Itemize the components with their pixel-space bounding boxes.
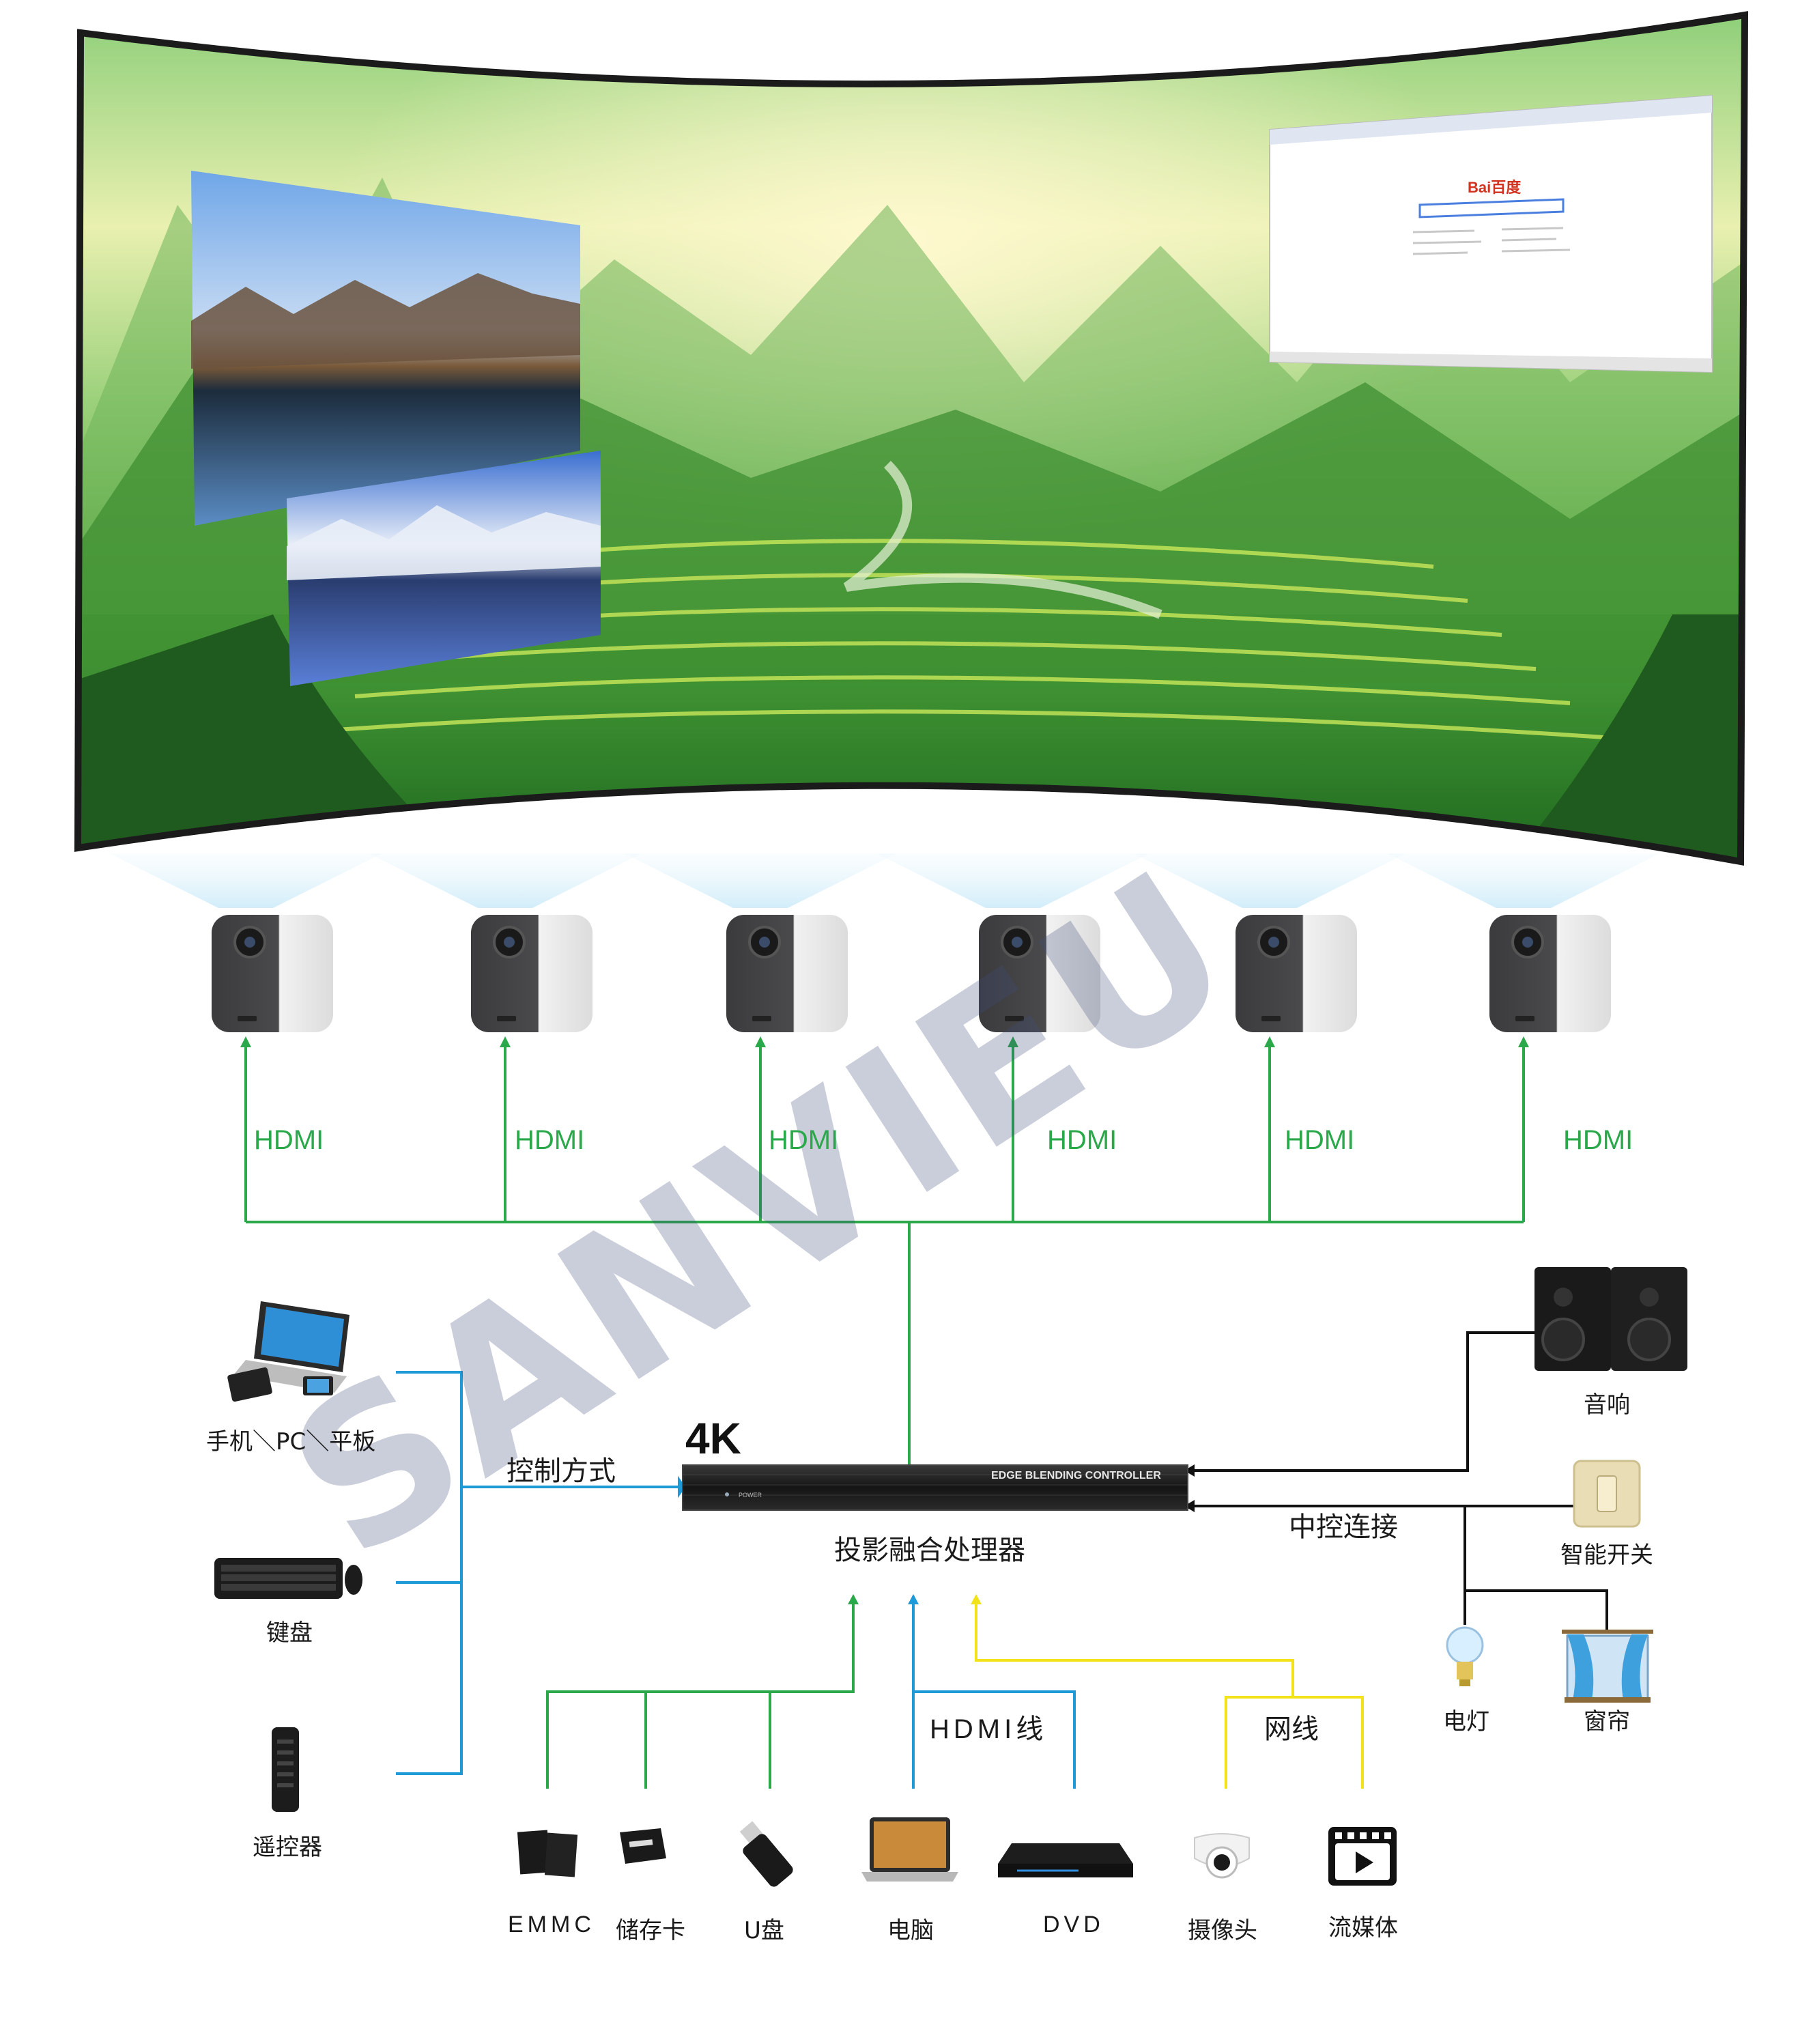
hdmi-label: HDMI	[1285, 1125, 1355, 1155]
projection-beam	[624, 853, 897, 908]
camera-icon	[1194, 1833, 1250, 1879]
usb-drive-icon	[739, 1821, 793, 1887]
browser-logo: Bai百度	[1468, 179, 1522, 196]
projection-beam	[876, 853, 1150, 908]
blending-processor: EDGE BLENDING CONTROLLER POWER	[682, 1464, 1188, 1511]
source-label-usb: U盘	[744, 1917, 784, 1944]
control-device-label-remote: 遥控器	[253, 1834, 322, 1861]
projection-beam	[109, 853, 382, 908]
hdmi-arrow	[755, 1036, 766, 1047]
source-label-streaming: 流媒体	[1328, 1914, 1398, 1942]
control-device-label-pc: 手机＼PC＼平板	[206, 1428, 376, 1456]
projection-beam	[369, 853, 642, 908]
keyboard-icon	[214, 1558, 362, 1599]
projector-icon	[979, 915, 1100, 1032]
tablet-laptop-phone-icon	[227, 1301, 349, 1402]
storage-connections	[546, 1598, 855, 1789]
hdmi-connections	[240, 1036, 1529, 1465]
central-device-label-light: 电灯	[1443, 1708, 1489, 1735]
emmc-chip-icon	[517, 1830, 578, 1877]
remote-control-icon	[272, 1727, 299, 1812]
hdmi-arrow	[240, 1036, 251, 1047]
hdmi-label: HDMI	[1563, 1125, 1633, 1155]
streaming-media-icon	[1328, 1827, 1397, 1886]
lake-picture-2	[287, 451, 601, 686]
projector-icon	[1236, 915, 1357, 1032]
hdmi-source-arrow	[908, 1594, 919, 1604]
processor-name: 投影融合处理器	[834, 1535, 1025, 1566]
hdmi-label: HDMI	[769, 1125, 839, 1155]
projector-row	[212, 915, 1611, 1032]
curved-projection-screen: Bai百度	[74, 11, 1749, 866]
hdmi-label: HDMI	[1047, 1125, 1117, 1155]
laptop-icon	[861, 1817, 958, 1882]
central-device-label-curtain: 窗帘	[1584, 1708, 1630, 1735]
source-label-pc: 电脑	[887, 1917, 934, 1944]
speaker-icon	[1534, 1267, 1687, 1371]
dvd-player-icon	[998, 1843, 1133, 1877]
network-arrow	[971, 1594, 982, 1604]
hdmi-label: HDMI	[254, 1125, 324, 1155]
central-arrow-1	[1184, 1464, 1195, 1477]
central-device-label-speaker: 音响	[1584, 1391, 1630, 1419]
source-label-emmc: EMMC	[508, 1912, 595, 1937]
projection-beam	[1133, 853, 1406, 908]
network-cable-label: 网线	[1264, 1714, 1319, 1745]
lake-picture-1	[191, 171, 580, 526]
central-device-label-switch: 智能开关	[1560, 1542, 1653, 1569]
source-label-camera: 摄像头	[1188, 1917, 1257, 1944]
control-method-label: 控制方式	[506, 1456, 616, 1487]
curtain-icon	[1562, 1630, 1653, 1703]
projection-beam	[1387, 853, 1660, 908]
hdmi-arrow	[1518, 1036, 1529, 1047]
browser-window: Bai百度	[1269, 94, 1713, 373]
smart-switch-icon	[1573, 1460, 1641, 1528]
control-connections	[396, 1371, 1076, 1789]
power-led	[725, 1492, 729, 1496]
hdmi-arrow	[1264, 1036, 1275, 1047]
central-arrow-2	[1184, 1500, 1195, 1512]
hdmi-arrow	[500, 1036, 511, 1047]
processor-4k-badge: 4K	[685, 1414, 741, 1463]
processor-panel-text: EDGE BLENDING CONTROLLER	[991, 1470, 1161, 1481]
hdmi-cable-label: HDMI线	[930, 1714, 1048, 1744]
projection-beams	[109, 853, 1660, 908]
processor-power-text: POWER	[739, 1492, 762, 1499]
storage-arrow	[848, 1594, 859, 1604]
hdmi-arrow	[1008, 1036, 1018, 1047]
projector-icon	[1489, 915, 1611, 1032]
central-control-label: 中控连接	[1289, 1511, 1398, 1543]
source-label-dvd: DVD	[1043, 1912, 1104, 1937]
light-bulb-icon	[1446, 1626, 1484, 1686]
hdmi-label: HDMI	[515, 1125, 585, 1155]
projector-icon	[726, 915, 848, 1032]
network-connections	[975, 1598, 1364, 1789]
memory-card-icon	[620, 1828, 666, 1864]
source-label-storage-card: 储存卡	[616, 1917, 685, 1944]
projector-icon	[471, 915, 593, 1032]
control-device-label-keyboard: 键盘	[266, 1619, 313, 1647]
central-control-connections	[1191, 1331, 1608, 1632]
projector-icon	[212, 915, 333, 1032]
